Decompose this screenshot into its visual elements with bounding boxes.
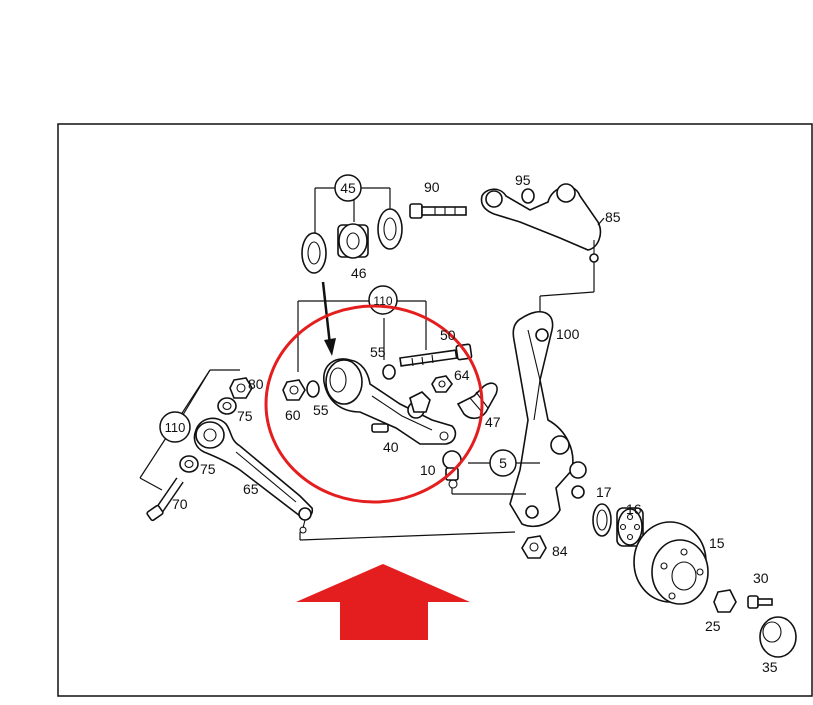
- label-45: 45: [340, 180, 356, 196]
- label-17: 17: [596, 484, 612, 500]
- label-70: 70: [172, 496, 188, 512]
- upper-control-arm: [480, 183, 605, 263]
- label-10: 10: [420, 462, 436, 478]
- label-40: 40: [383, 439, 399, 455]
- diagram-frame: [57, 123, 813, 697]
- label-55-lower: 55: [313, 402, 329, 418]
- label-110-left: 110: [165, 420, 186, 435]
- callout-45-circle: [334, 174, 362, 202]
- bushing-group: [301, 174, 403, 356]
- label-90: 90: [424, 179, 440, 195]
- label-60: 60: [285, 407, 301, 423]
- label-16: 16: [626, 501, 642, 517]
- bolt-90: [409, 203, 467, 219]
- label-50: 50: [440, 327, 456, 343]
- label-35: 35: [762, 659, 778, 675]
- label-5: 5: [499, 455, 507, 471]
- label-80: 80: [248, 376, 264, 392]
- label-30: 30: [753, 570, 769, 586]
- label-65: 65: [243, 481, 259, 497]
- hub-assembly: [592, 503, 709, 605]
- label-55-upper: 55: [370, 344, 386, 360]
- label-64: 64: [454, 367, 470, 383]
- callout-110-left-circle: [159, 411, 191, 443]
- ball-joint-group: [442, 449, 540, 495]
- label-110-upper: 110: [373, 294, 392, 308]
- label-85: 85: [605, 209, 621, 225]
- label-75-lower: 75: [200, 461, 216, 477]
- label-15: 15: [709, 535, 725, 551]
- lower-arm-group: [139, 369, 314, 534]
- highlight-circle: [264, 304, 484, 504]
- label-47: 47: [485, 414, 501, 430]
- up-arrow-icon: [296, 564, 470, 640]
- label-46: 46: [351, 265, 367, 281]
- label-25: 25: [705, 618, 721, 634]
- label-100: 100: [556, 326, 580, 342]
- highlighted-control-arm: [282, 285, 498, 445]
- label-75-upper: 75: [237, 408, 253, 424]
- steering-knuckle: [509, 262, 595, 559]
- small-parts-right: [713, 589, 797, 658]
- label-95: 95: [515, 172, 531, 188]
- label-84: 84: [552, 543, 568, 559]
